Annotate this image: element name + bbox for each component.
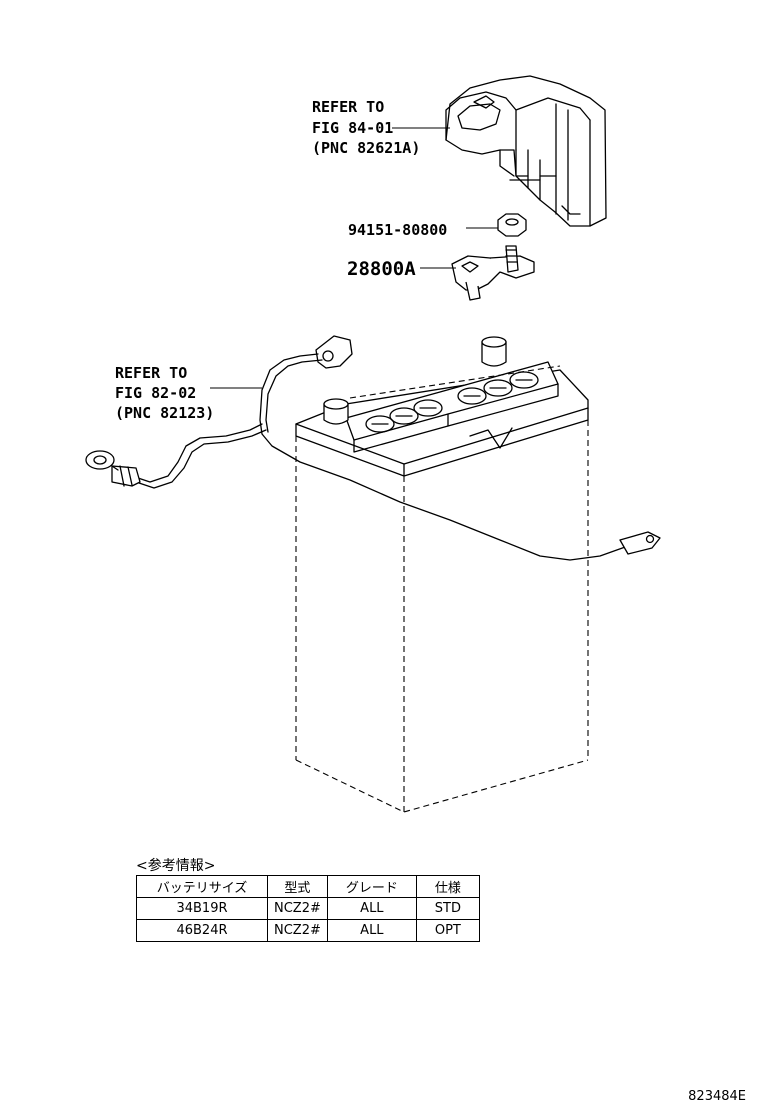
- cell-spec: OPT: [415, 919, 480, 942]
- header-battery-size: バッテリサイズ: [136, 875, 268, 898]
- table-row: 34B19R NCZ2# ALL STD: [136, 897, 480, 920]
- cable-ref-line3: (PNC 82123): [115, 404, 214, 422]
- cell-model: NCZ2#: [267, 919, 328, 942]
- nut-illustration: [497, 213, 527, 237]
- table-row: 46B24R NCZ2# ALL OPT: [136, 919, 480, 942]
- header-model: 型式: [267, 875, 328, 898]
- header-grade: グレード: [326, 875, 417, 898]
- cover-ref-line3: (PNC 82621A): [312, 139, 420, 157]
- header-spec: 仕様: [415, 875, 480, 898]
- cell-grade: ALL: [326, 897, 417, 920]
- terminal-part-number: 28800A: [347, 258, 416, 280]
- cell-model: NCZ2#: [267, 897, 328, 920]
- table-header-row: バッテリサイズ 型式 グレード 仕様: [136, 875, 480, 898]
- cell-battery-size: 46B24R: [136, 919, 268, 942]
- cell-grade: ALL: [326, 919, 417, 942]
- battery-reference-table: バッテリサイズ 型式 グレード 仕様 34B19R NCZ2# ALL STD …: [136, 875, 480, 942]
- battery-illustration: [295, 336, 589, 813]
- nut-part-number: 94151-80800: [348, 221, 447, 239]
- reference-info-title: <参考情報>: [136, 858, 216, 874]
- leader-lines: [210, 127, 498, 389]
- positive-cable-illustration: [259, 335, 661, 561]
- ground-cable-illustration: [85, 423, 267, 489]
- cable-ref-line1: REFER TO: [115, 364, 187, 382]
- cable-ref-line2: FIG 82-02: [115, 384, 196, 402]
- cover-ref-line1: REFER TO: [312, 98, 384, 116]
- battery-terminal-illustration: [451, 245, 535, 301]
- cover-ref-line2: FIG 84-01: [312, 119, 393, 137]
- terminal-cover-illustration: [445, 75, 607, 227]
- diagram-id: 823484E: [688, 1089, 746, 1104]
- cell-battery-size: 34B19R: [136, 897, 268, 920]
- cell-spec: STD: [415, 897, 480, 920]
